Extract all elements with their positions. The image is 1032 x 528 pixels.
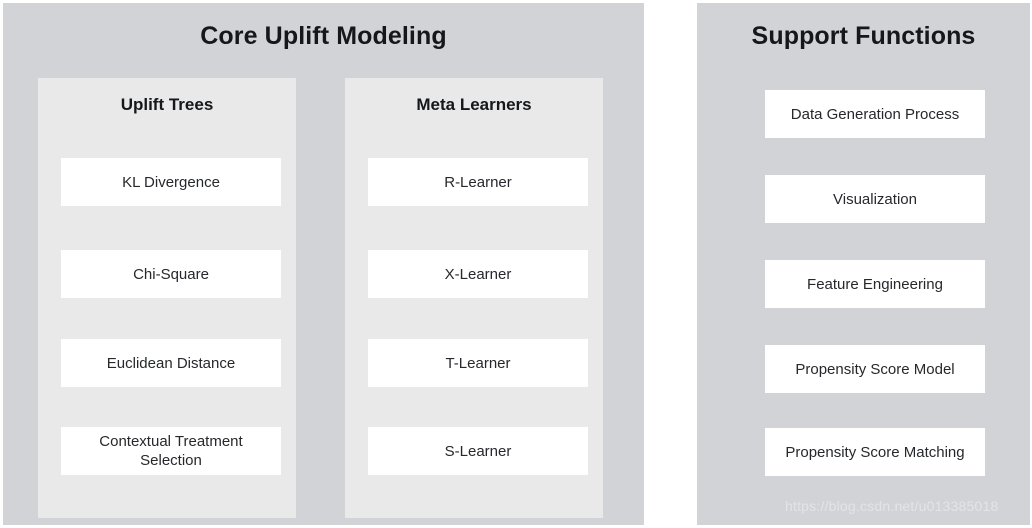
item-box-propensity-score-matching[interactable]: Propensity Score Matching (765, 428, 985, 476)
item-box-contextual-treatment-selection[interactable]: Contextual Treatment Selection (61, 427, 281, 475)
watermark-url: https://blog.csdn.net/u013385018 (785, 498, 999, 514)
item-box-kl-divergence[interactable]: KL Divergence (61, 158, 281, 206)
item-box-r-learner[interactable]: R-Learner (368, 158, 588, 206)
panel-core-title: Core Uplift Modeling (200, 22, 447, 50)
item-box-chi-square[interactable]: Chi-Square (61, 250, 281, 298)
panel-support-functions: Support Functions Data Generation Proces… (697, 3, 1030, 525)
item-box-data-generation-process[interactable]: Data Generation Process (765, 90, 985, 138)
item-box-visualization[interactable]: Visualization (765, 175, 985, 223)
column-meta-learners-title: Meta Learners (416, 95, 532, 114)
item-box-s-learner[interactable]: S-Learner (368, 427, 588, 475)
item-box-feature-engineering[interactable]: Feature Engineering (765, 260, 985, 308)
item-box-euclidean-distance[interactable]: Euclidean Distance (61, 339, 281, 387)
column-meta-learners: Meta Learners R-Learner X-Learner T-Lear… (345, 78, 603, 518)
column-uplift-trees: Uplift Trees KL Divergence Chi-Square Eu… (38, 78, 296, 518)
item-box-x-learner[interactable]: X-Learner (368, 250, 588, 298)
item-box-t-learner[interactable]: T-Learner (368, 339, 588, 387)
item-box-propensity-score-model[interactable]: Propensity Score Model (765, 345, 985, 393)
panel-support-title: Support Functions (751, 22, 976, 50)
column-uplift-trees-title: Uplift Trees (120, 95, 214, 114)
panel-core-uplift-modeling: Core Uplift Modeling Uplift Trees KL Div… (3, 3, 644, 525)
